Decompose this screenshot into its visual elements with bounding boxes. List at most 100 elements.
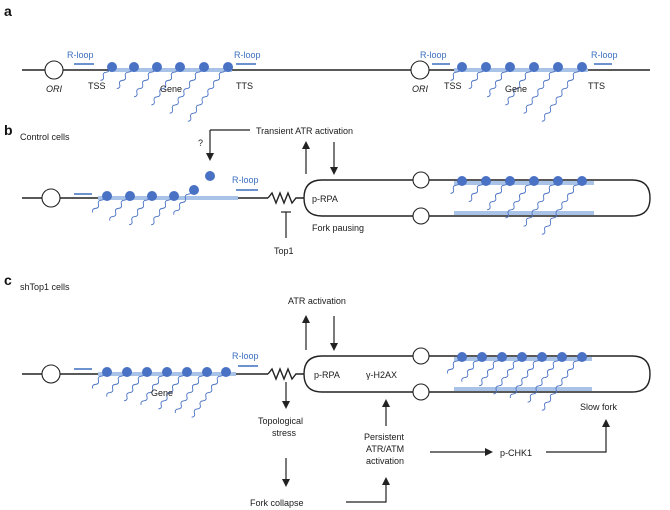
- atr-up-arrow-head: [302, 315, 310, 323]
- panel-a-letter: a: [4, 3, 12, 19]
- replication-origin: [44, 60, 64, 80]
- gene-label: Gene: [151, 388, 173, 398]
- r-loop-label: R-loop: [232, 351, 259, 361]
- persistent-up-arrow-head: [382, 399, 390, 407]
- persistent-label-1: Persistent: [364, 432, 405, 442]
- rna-polymerase: [457, 352, 467, 362]
- rna-polymerase: [221, 367, 231, 377]
- nascent-rna: [151, 63, 181, 106]
- r-loop-right-label: R-loop: [591, 50, 618, 60]
- rna-polymerase: [577, 62, 587, 72]
- rna-polymerase: [553, 176, 563, 186]
- rna-polymerase: [477, 352, 487, 362]
- rna-polymerase: [557, 352, 567, 362]
- r-loop-left-label: R-loop: [67, 50, 94, 60]
- panel-b-letter: b: [4, 122, 13, 138]
- question-arrow-head: [206, 153, 214, 161]
- rna-polymerase: [517, 352, 527, 362]
- rna-polymerase: [537, 352, 547, 362]
- persistent-label-3: activation: [366, 456, 404, 466]
- panel-c-fork: p-RPA γ-H2AX: [267, 347, 651, 411]
- nascent-rna: [541, 63, 583, 122]
- rna-polymerase: [122, 367, 132, 377]
- rna-polymerase: [505, 176, 515, 186]
- collapse-to-persistent-arrow: [346, 482, 387, 503]
- rna-polymerase: [529, 176, 539, 186]
- rna-polymerase: [457, 62, 467, 72]
- fork-pausing-label: Fork pausing: [312, 223, 364, 233]
- rna-polymerase: [142, 367, 152, 377]
- nascent-rna: [523, 63, 559, 114]
- replication-origin-bottom: [412, 383, 430, 401]
- replication-origin-top: [412, 347, 430, 365]
- rna-polymerase: [152, 62, 162, 72]
- rna-polymerase: [529, 62, 539, 72]
- rna-polymerase: [129, 62, 139, 72]
- rna-polymerase: [577, 176, 587, 186]
- collapse-arrow-head: [282, 479, 290, 487]
- atr-activation-label: ATR activation: [288, 296, 346, 306]
- atr-down-arrow-head: [330, 343, 338, 351]
- nascent-rna: [493, 352, 523, 395]
- panel-a-unit-1: ORI TSS Gene TTS R-loop R-loop: [22, 50, 330, 122]
- replication-origin-bottom: [412, 207, 430, 225]
- rna-polymerase: [202, 367, 212, 377]
- collapse-to-persistent-arrow-head: [382, 477, 390, 485]
- rna-polymerase: [147, 191, 157, 201]
- rna-polymerase: [107, 62, 117, 72]
- replication-origin-top: [412, 171, 430, 189]
- replication-origin: [41, 188, 61, 208]
- rna-polymerase: [481, 62, 491, 72]
- panel-b-title: Control cells: [20, 132, 70, 142]
- rna-polymerase: [553, 62, 563, 72]
- replication-bubble: [303, 179, 651, 217]
- transient-atr-label: Transient ATR activation: [256, 126, 353, 136]
- atr-down-arrow-head: [330, 167, 338, 175]
- rna-polymerase: [102, 367, 112, 377]
- nascent-rna: [541, 352, 583, 411]
- nascent-rna: [174, 367, 208, 414]
- nascent-rna: [541, 176, 583, 235]
- replication-origin: [410, 60, 430, 80]
- rna-polymerase: [457, 176, 467, 186]
- persistent-to-chk1-arrow-head: [485, 448, 493, 456]
- rna-polymerase: [175, 62, 185, 72]
- persistent-label-2: ATR/ATM: [366, 444, 404, 454]
- slow-fork-label: Slow fork: [580, 402, 618, 412]
- gamma-h2ax-label: γ-H2AX: [366, 370, 397, 380]
- ori-label: ORI: [412, 84, 429, 94]
- rna-polymerase: [169, 191, 179, 201]
- p-chk1-label: p-CHK1: [500, 448, 532, 458]
- panel-a-unit-2: ORI TSS Gene TTS R-loop R-loop: [330, 50, 650, 122]
- rna-polymerase: [199, 62, 209, 72]
- question-mark: ?: [198, 138, 203, 148]
- replication-bubble: [303, 355, 651, 393]
- nascent-rna: [191, 367, 227, 418]
- rna-polymerase-released: [205, 171, 215, 181]
- chk1-to-slow-fork-arrow-head: [602, 419, 610, 427]
- rna-polymerase: [497, 352, 507, 362]
- r-loop-label: R-loop: [232, 175, 259, 185]
- panel-c-left-unit: Gene R-loop: [22, 351, 268, 418]
- tss-label: TSS: [444, 81, 462, 91]
- panel-b-atr-loop: Transient ATR activation: [210, 126, 353, 175]
- nascent-rna: [527, 352, 563, 403]
- p-rpa-label: p-RPA: [314, 370, 340, 380]
- p-rpa-label: p-RPA: [312, 194, 338, 204]
- panel-c-title: shTop1 cells: [20, 282, 70, 292]
- rna-polymerase: [125, 191, 135, 201]
- rna-polymerase: [102, 191, 112, 201]
- tss-label: TSS: [88, 81, 106, 91]
- gene-label: Gene: [160, 84, 182, 94]
- rna-polymerase: [223, 62, 233, 72]
- rna-polymerase: [182, 367, 192, 377]
- nascent-rna: [158, 367, 188, 410]
- panel-c-letter: c: [4, 272, 12, 288]
- tts-label: TTS: [236, 81, 253, 91]
- rna-polymerase-dissociating: [189, 185, 199, 195]
- supercoiled-dna: [267, 367, 304, 381]
- nascent-rna: [187, 63, 229, 122]
- topological-stress-label-2: stress: [272, 428, 297, 438]
- nascent-rna: [505, 176, 535, 219]
- replication-origin: [41, 364, 61, 384]
